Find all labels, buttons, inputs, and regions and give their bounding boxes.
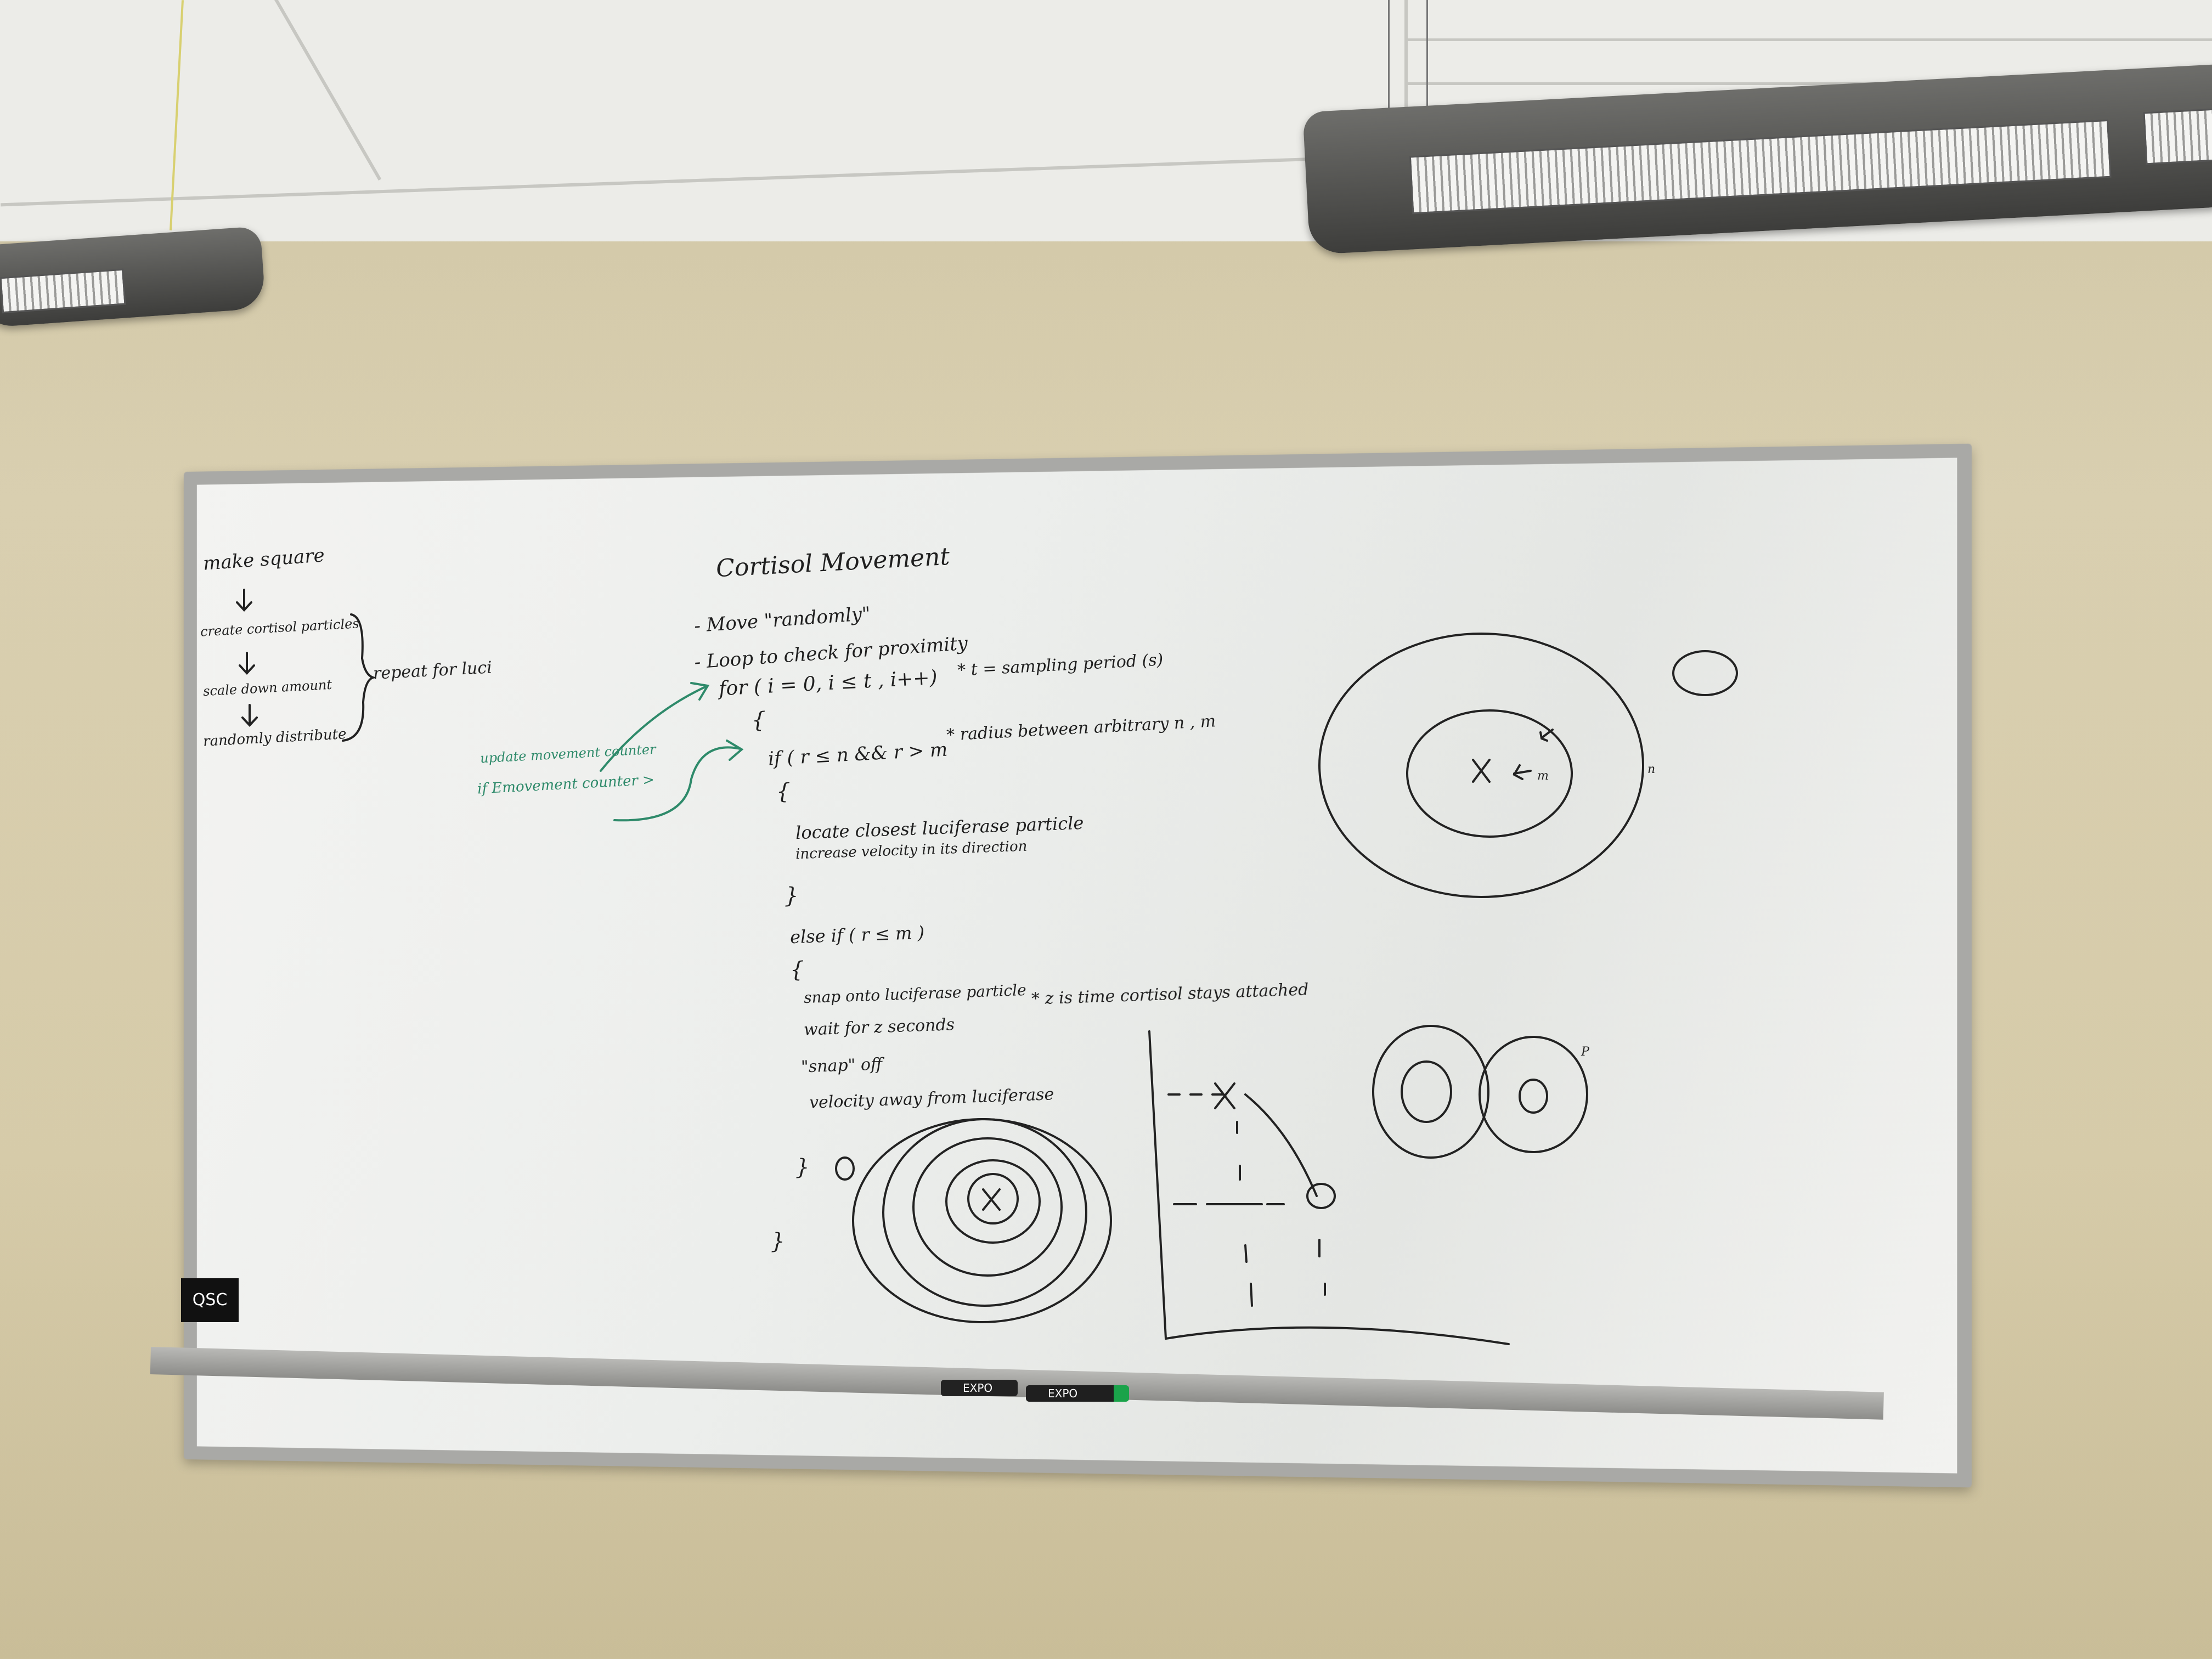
inner-circle-m [1406,709,1573,838]
code-line: { [776,779,791,804]
flow-arrow [236,589,252,612]
small-circle [1672,650,1738,696]
outer-circle-n [1318,633,1644,898]
graph-x-mark [1214,1082,1235,1109]
hanging-wire [1426,0,1428,165]
green-arrow [613,740,744,822]
code-line: } [785,883,799,909]
code-line: { [752,708,766,733]
pair-left-inner [1401,1060,1452,1123]
target-ring-1 [967,1173,1019,1224]
graph-x-axis [1165,1326,1510,1345]
pair-right-outer [1479,1036,1588,1153]
graph-dashes [1318,1239,1326,1296]
ceiling-tile-edge [1404,82,2212,85]
code-line: } [795,1155,810,1180]
pointer-arrow [1539,729,1554,742]
target-x [982,1188,1001,1211]
flow-arrow [239,652,255,675]
label-p: P [1581,1045,1589,1059]
marker-label: EXPO [1048,1387,1078,1400]
graph-point [1306,1183,1336,1209]
marker-label: EXPO [963,1381,993,1395]
green-marker[interactable]: EXPO [1026,1385,1129,1402]
code-line: { [790,957,804,983]
pair-left-outer [1372,1025,1489,1159]
flow-arrow [241,704,258,727]
pointer-arrow [1513,764,1532,780]
small-particle [835,1156,855,1181]
ceiling-tile-edge [1404,38,2212,41]
target-ring-5 [852,1118,1112,1323]
black-marker[interactable]: EXPO [941,1380,1018,1396]
brand-logo: QSC [181,1278,239,1322]
code-line: } [771,1229,785,1254]
ceiling-tile-edge [1404,0,1408,143]
graph-dashes [1236,1121,1253,1307]
label-n: n [1647,763,1656,776]
target-ring-3 [912,1137,1063,1277]
hanging-wire [1388,0,1390,165]
graph-curve [1244,1093,1318,1197]
graph-y-axis [1148,1030,1167,1340]
repeat-bracket [342,613,377,742]
x-mark [1472,759,1491,783]
target-ring-2 [945,1159,1041,1244]
pair-right-inner [1519,1079,1548,1114]
label-m: m [1537,769,1549,783]
green-arrow [600,682,710,772]
